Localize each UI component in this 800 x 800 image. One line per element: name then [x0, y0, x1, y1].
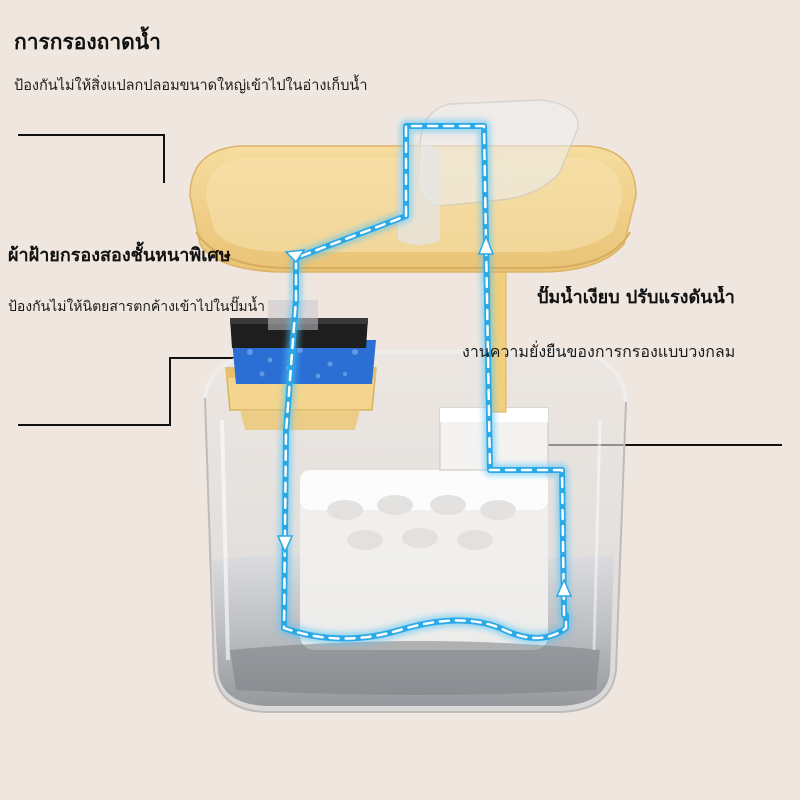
tray-filter-title: การกรองถาดน้ำ [14, 30, 161, 54]
leader-line-tray [18, 134, 165, 183]
tray-filter-description: ป้องกันไม่ให้สิ่งแปลกปลอมขนาดใหญ่เข้าไปใ… [14, 78, 368, 94]
leader-line-filter [18, 357, 258, 426]
water-flow-path [278, 120, 572, 645]
blue-sponge [232, 340, 376, 384]
arrow-up-pump [555, 578, 573, 597]
arrow-down-tank [276, 535, 294, 554]
flow-arrows [276, 233, 573, 597]
filter-cotton-description: ป้องกันไม่ให้นิตยสารตกค้างเข้าไปในปั๊มน้… [8, 299, 266, 315]
arrow-down-left [284, 249, 306, 264]
pump-title: ปั๊มน้ำเงียบ ปรับแรงดันน้ำ [537, 287, 735, 308]
filter-cotton-title: ผ้าฝ้ายกรองสองชั้นหนาพิเศษ [8, 245, 231, 266]
pump-description: งานความยั่งยืนของการกรองแบบวงกลม [462, 342, 736, 361]
arrow-up-pipe [477, 233, 495, 255]
